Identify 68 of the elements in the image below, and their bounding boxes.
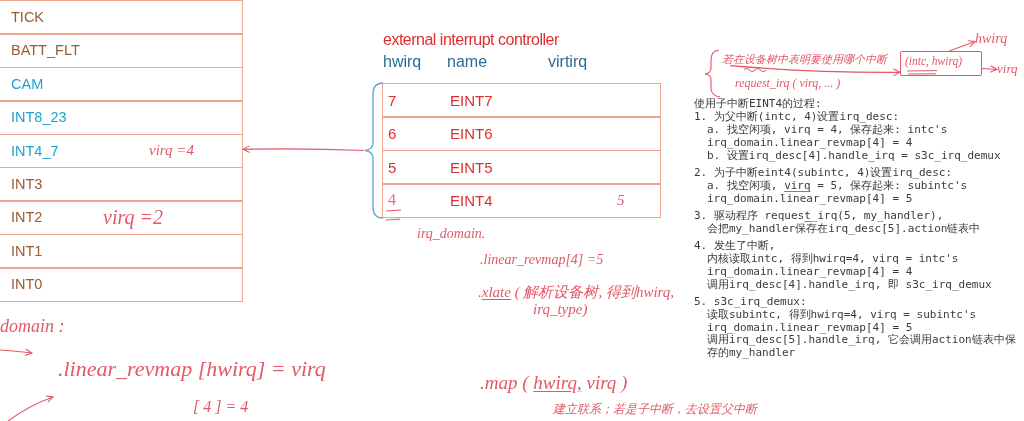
column-header: hwirq: [383, 53, 422, 72]
column-header: name: [447, 53, 488, 72]
row-label: BATT_FLT: [11, 42, 80, 60]
handwritten-box: [900, 51, 982, 76]
row-label: EINT5: [450, 158, 493, 177]
note-line: 3. 驱动程序 request_irq(5, my_handler),: [694, 209, 945, 222]
table-row: [0, 233, 243, 269]
note-line: 4. 发生了中断,: [694, 239, 777, 253]
handwritten-note: .xlate ( 解析设备树, 得到hwirq, irq_type): [478, 284, 676, 319]
note-line: 调用irq_desc[4].handle_irq, 即 s3c_irq_demux: [707, 278, 993, 292]
arrow: [729, 65, 901, 77]
table-heading: external interrupt controller: [383, 31, 559, 50]
note-line: b. 设置irq_desc[4].handle_irq = s3c_irq_demux: [707, 149, 1002, 163]
note-line: 读取subintc, 得到hwirq=4, virq = subintc's irq_domain.linear_revmap[4] = 5: [707, 308, 977, 335]
row-number: 6: [388, 125, 397, 143]
handwritten-note: .map ( hwirq, virq ): [480, 372, 628, 394]
arrow: [948, 40, 976, 52]
table-row: [382, 183, 661, 219]
table-row: [0, 267, 243, 303]
row-number: 5: [388, 158, 397, 177]
handwritten-note: .linear_revmap[4] =5: [480, 252, 604, 269]
arrow: [981, 65, 998, 73]
note-line: 2. 为子中断eint4(subintc, 4)设置irq_desc:: [694, 166, 954, 180]
handwritten-note: virq: [997, 62, 1018, 77]
curly-brace: [364, 82, 383, 219]
handwritten-note: .linear_revmap [hwirq] = virq: [58, 356, 326, 382]
row-number: 7: [388, 92, 397, 110]
handwritten-note: 建立联系；若是子中断，去设置父中断: [553, 403, 757, 417]
note-line: 使用子中断EINT4的过程:: [694, 98, 823, 111]
row-number: 4: [388, 191, 396, 210]
row-label: EINT4: [450, 192, 493, 210]
table-row: [0, 33, 243, 69]
handwritten-note: irq_domain.: [417, 226, 486, 243]
table-row: [0, 66, 243, 102]
note-line: 调用irq_desc[5].handle_irq, 它会调用action链表中保存的my_handler: [707, 334, 1017, 361]
table-row: [0, 167, 243, 202]
table-row: [0, 200, 243, 236]
handwritten-note: virq =2: [103, 206, 163, 230]
row-label: TICK: [11, 9, 45, 26]
table-row: [382, 116, 661, 152]
handwritten-note: 5: [617, 192, 625, 210]
handwritten-note: 若在设备树中表明要使用哪个中断: [722, 53, 887, 66]
arrow: [242, 145, 365, 153]
row-label: CAM: [11, 75, 44, 93]
row-label: INT4_7: [11, 142, 59, 160]
row-label: INT8_23: [11, 109, 67, 126]
note-line: a. 找空闲项, virq = 5, 保存起来: subintc's irq_domain.linear_revmap[4] = 5: [707, 179, 969, 206]
row-label: INT2: [11, 209, 43, 227]
handwritten-note: (intc, hwirq): [905, 55, 963, 69]
row-label: INT0: [11, 276, 43, 293]
handwritten-note: request_irq ( virq, ... ): [735, 77, 841, 91]
table-row: [0, 100, 243, 136]
row-label: EINT7: [450, 92, 493, 110]
handwritten-note: domain :: [0, 316, 65, 337]
note-line: 1. 为父中断(intc, 4)设置irq_desc:: [694, 110, 901, 124]
row-label: EINT6: [450, 125, 493, 143]
note-line: 会把my_handler保存在irq_desc[5].action链表中: [707, 222, 982, 236]
table-row: [0, 0, 243, 35]
row-label: INT1: [11, 242, 43, 260]
table-row: [382, 149, 661, 185]
note-line: 5. s3c_irq_demux:: [694, 295, 808, 309]
note-line: 内核读取intc, 得到hwirq=4, virq = intc's irq_domain.linear_revmap[4] = 4: [707, 252, 960, 278]
handwritten-note: [ 4 ] = 4: [193, 398, 249, 417]
column-header: virtirq: [548, 53, 588, 72]
handwritten-note: virq =4: [149, 141, 194, 159]
row-label: INT3: [11, 176, 43, 193]
table-row: [382, 83, 661, 118]
handwritten-note: hwirq: [975, 31, 1008, 48]
